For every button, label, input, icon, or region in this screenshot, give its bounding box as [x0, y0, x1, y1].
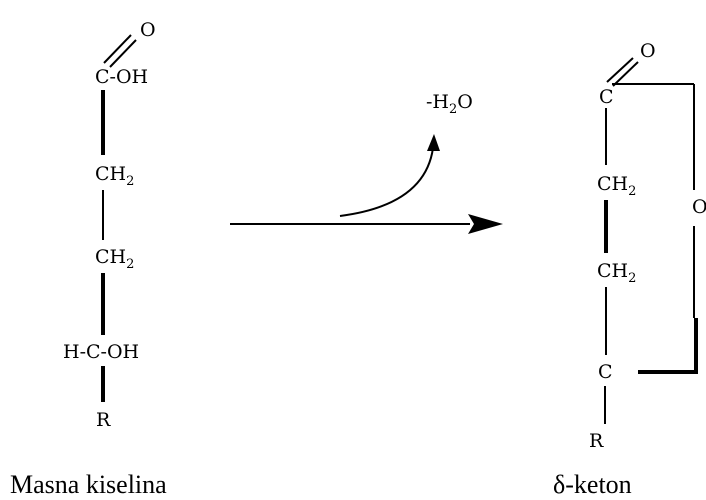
water-release-curved-arrow [339, 147, 434, 217]
reactant-co-double-bond-b [109, 39, 137, 68]
product-ring-carbon: C [598, 361, 613, 383]
reaction-arrowhead [468, 214, 503, 234]
reaction-arrow-group: -H2O [230, 91, 503, 234]
reactant-methylene-bottom: CH2 [95, 246, 134, 272]
product-co-double-bond-b [612, 61, 639, 87]
reactant-carbonyl-oxygen: O [140, 19, 156, 41]
reactant-methylene-top: CH2 [95, 163, 134, 189]
reactant-carboxyl-group: C-OH [95, 66, 148, 88]
product-ring-oxygen: O [692, 196, 706, 218]
reactant-r-group: R [96, 409, 111, 431]
product-carbonyl-carbon: C [599, 86, 614, 108]
water-byproduct-label: -H2O [426, 91, 473, 117]
product-caption: δ-keton [553, 470, 632, 499]
water-release-arrowhead [427, 134, 440, 151]
reactant-co-double-bond-a [103, 34, 132, 64]
reactant-structure: O C-OH CH2 CH2 H-C-OH R Masna kiselina [10, 19, 167, 499]
reactant-caption: Masna kiselina [10, 470, 167, 499]
product-methylene-bottom: CH2 [597, 260, 636, 286]
product-r-group: R [589, 430, 604, 452]
product-methylene-top: CH2 [597, 173, 636, 199]
product-carbonyl-oxygen: O [640, 40, 656, 62]
reactant-hydroxy-carbon: H-C-OH [63, 341, 139, 363]
product-structure: O C O CH2 CH2 C R δ-keton [553, 40, 706, 499]
product-co-double-bond-a [606, 57, 634, 83]
